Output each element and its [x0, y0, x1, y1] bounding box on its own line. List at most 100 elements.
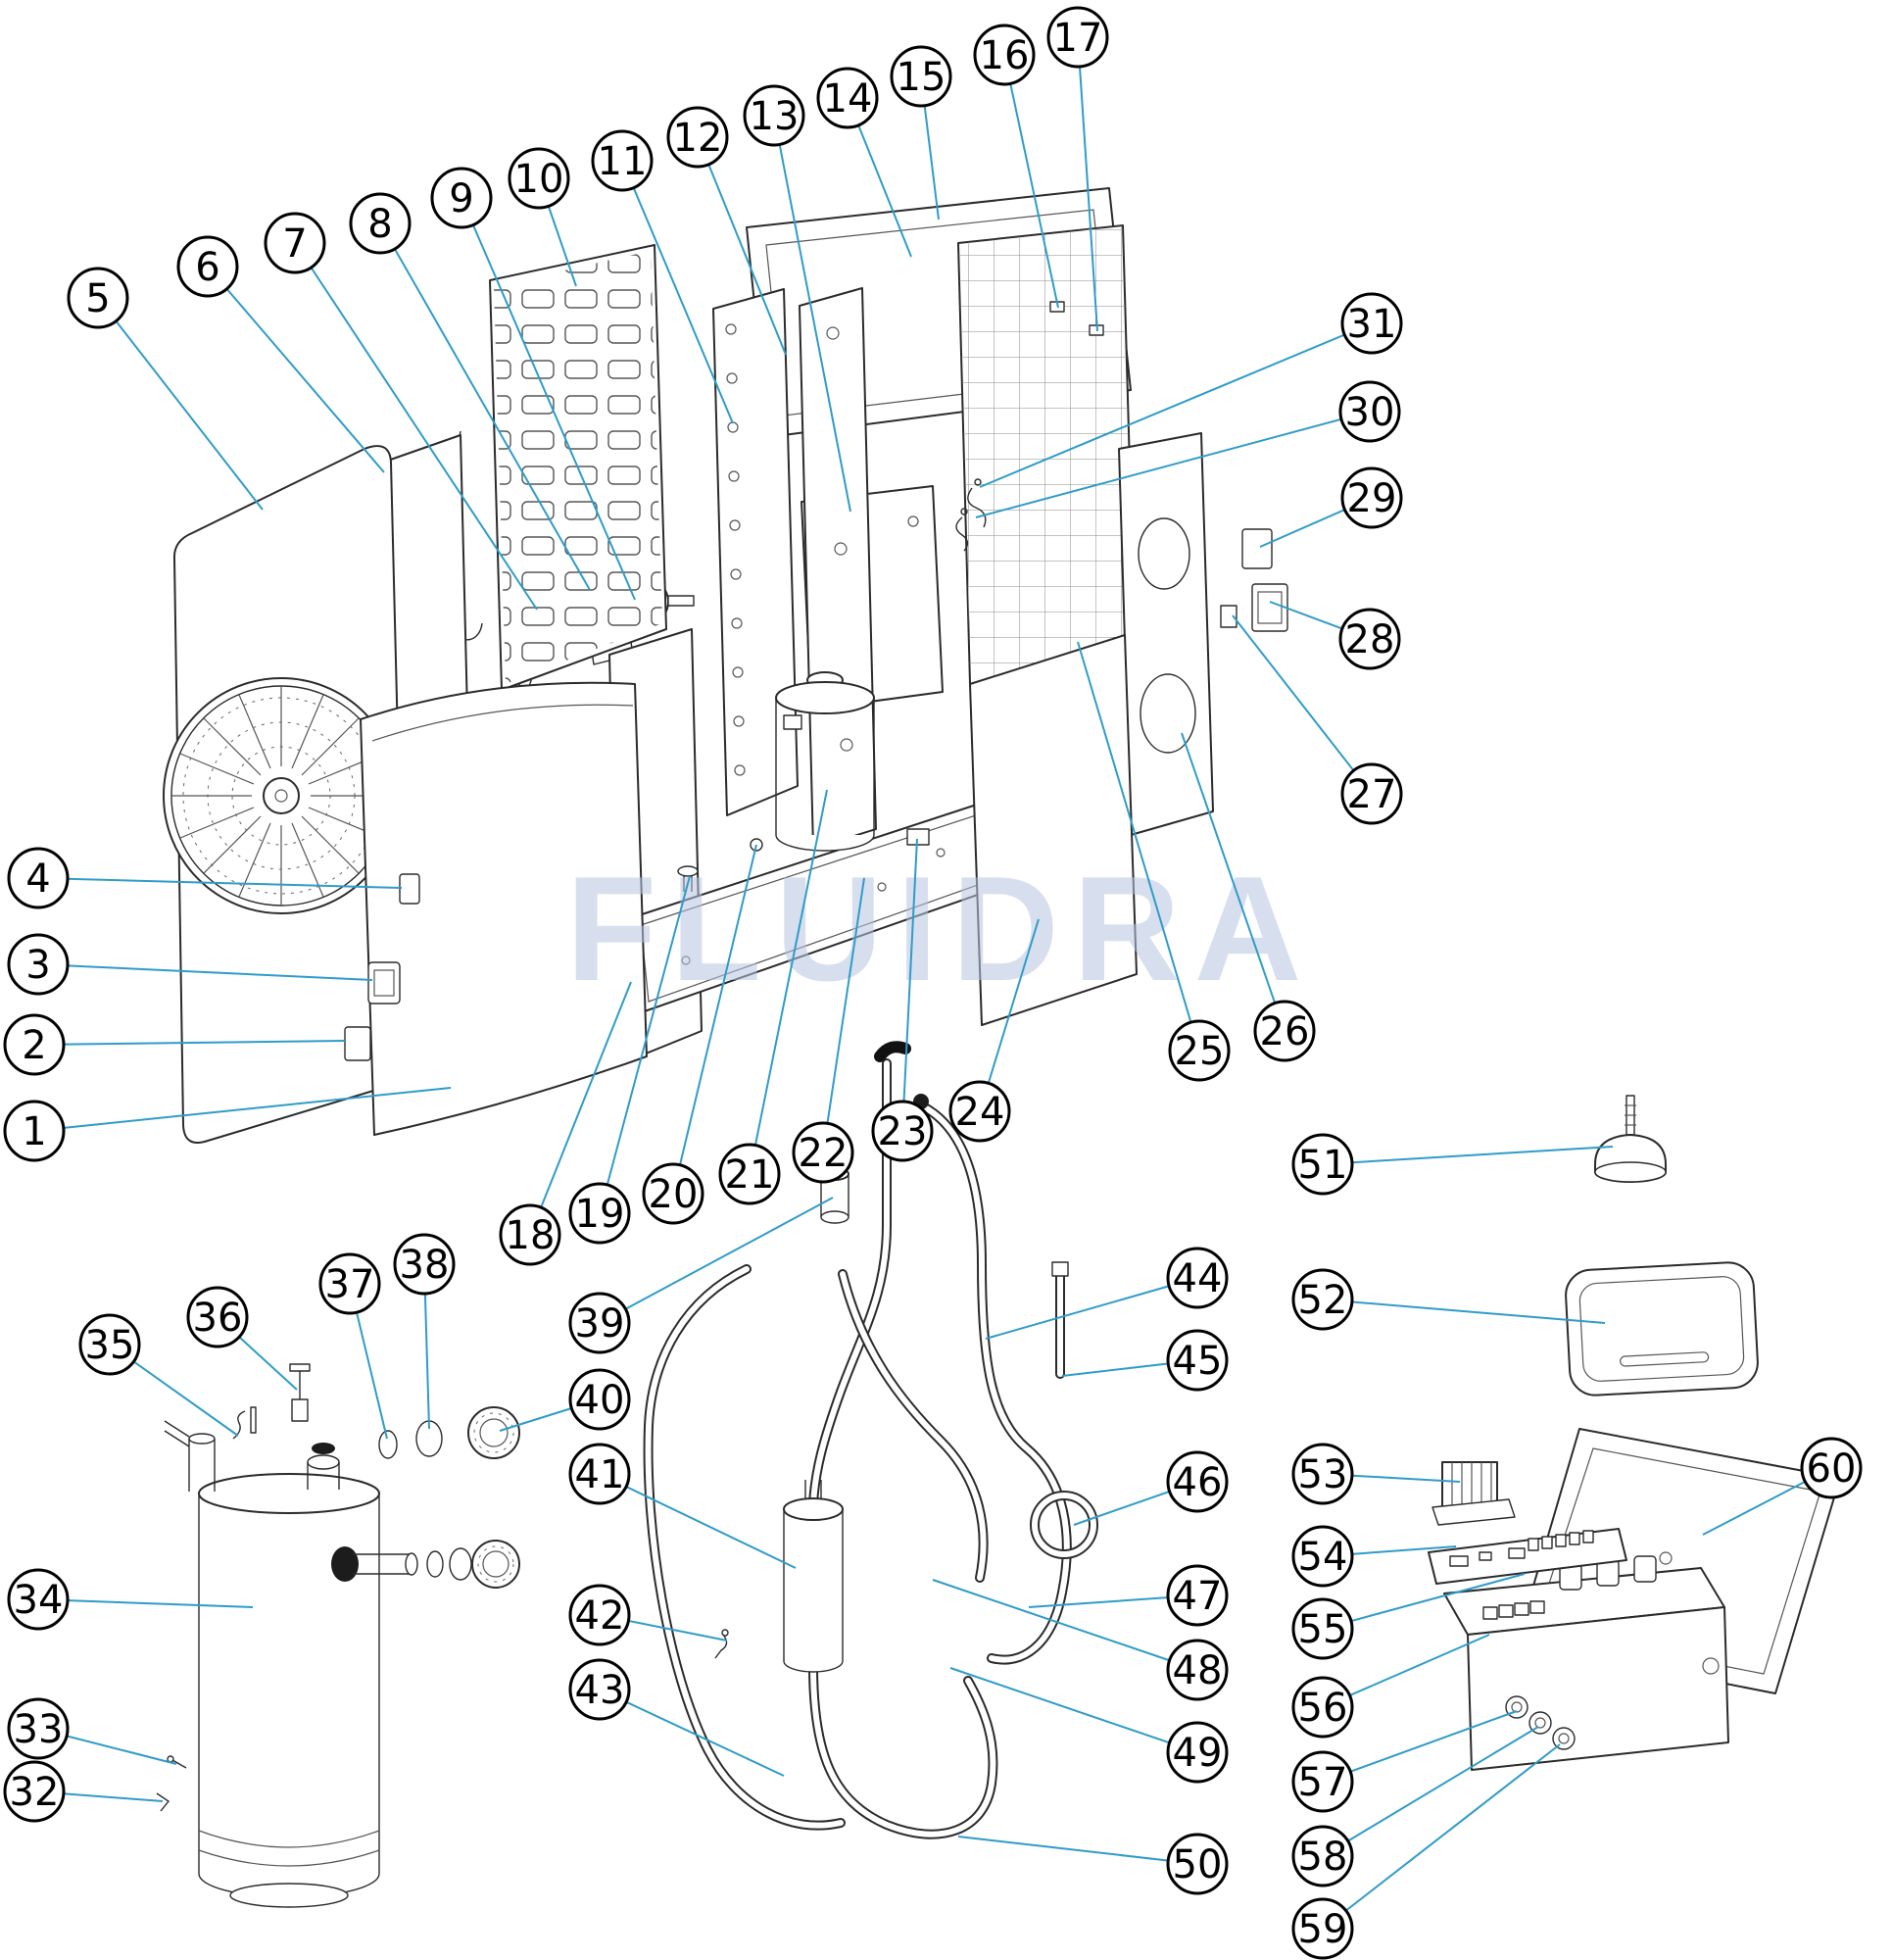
callout-number-57: 57 — [1298, 1760, 1348, 1805]
callout-number-9: 9 — [449, 176, 473, 221]
leader-line-31 — [979, 322, 1373, 488]
leader-line-5 — [97, 297, 264, 511]
callout-number-18: 18 — [506, 1213, 556, 1258]
callout-5: 5 — [67, 267, 264, 511]
callout-circle-33 — [7, 1697, 70, 1760]
callout-circle-9 — [430, 167, 493, 229]
callout-52: 52 — [1291, 1268, 1606, 1331]
leader-line-43 — [599, 1689, 785, 1777]
callout-number-56: 56 — [1298, 1686, 1348, 1731]
callout-circle-11 — [591, 129, 654, 192]
callout-33: 33 — [7, 1697, 177, 1765]
callout-number-46: 46 — [1173, 1460, 1223, 1505]
pcb-tray — [1428, 1528, 1627, 1585]
callout-number-55: 55 — [1298, 1607, 1348, 1652]
callout-circle-23 — [871, 1100, 934, 1162]
callout-circle-7 — [264, 212, 326, 274]
callout-circle-39 — [568, 1292, 631, 1354]
callout-number-19: 19 — [575, 1192, 625, 1237]
callout-2: 2 — [3, 1013, 346, 1076]
callout-number-17: 17 — [1053, 16, 1103, 61]
leader-line-20 — [672, 844, 757, 1195]
front-right-panel — [969, 634, 1138, 1026]
rear-brackets — [1220, 528, 1288, 632]
callout-circle-44 — [1166, 1247, 1229, 1309]
callout-number-23: 23 — [878, 1109, 928, 1154]
callout-number-48: 48 — [1173, 1648, 1223, 1693]
callout-circle-26 — [1253, 1000, 1316, 1062]
callout-39: 39 — [568, 1197, 834, 1354]
callout-circle-16 — [973, 24, 1036, 86]
callout-18: 18 — [499, 981, 632, 1266]
rear-grille-panel — [957, 224, 1136, 685]
callout-circle-47 — [1166, 1564, 1229, 1627]
front-panel — [344, 681, 648, 1136]
bleed-valve-handle — [289, 1363, 311, 1372]
callout-circle-2 — [3, 1013, 66, 1076]
leader-line-8 — [379, 222, 591, 591]
callout-14: 14 — [816, 67, 912, 258]
callout-number-54: 54 — [1298, 1535, 1348, 1580]
leader-line-9 — [461, 197, 636, 601]
callout-circle-1 — [3, 1100, 66, 1162]
callout-19: 19 — [568, 875, 691, 1245]
callout-46: 46 — [1073, 1450, 1229, 1526]
leader-line-55 — [1322, 1573, 1526, 1630]
callout-number-24: 24 — [955, 1090, 1005, 1135]
callout-34: 34 — [7, 1568, 254, 1631]
leader-line-57 — [1322, 1710, 1518, 1783]
watermark: FLUIDRA — [565, 846, 1315, 1012]
callout-number-3: 3 — [25, 943, 50, 988]
callout-circle-8 — [349, 192, 412, 255]
callout-circle-55 — [1291, 1597, 1354, 1660]
callout-number-22: 22 — [799, 1131, 849, 1176]
callout-number-59: 59 — [1298, 1907, 1348, 1952]
callout-circle-10 — [508, 147, 570, 210]
callout-circle-27 — [1340, 762, 1403, 825]
callout-number-4: 4 — [25, 857, 50, 902]
callout-circle-45 — [1166, 1329, 1229, 1392]
callout-56: 56 — [1291, 1634, 1490, 1739]
callout-42: 42 — [568, 1584, 728, 1646]
callout-number-16: 16 — [980, 33, 1030, 78]
callout-24: 24 — [948, 918, 1040, 1143]
leader-line-7 — [294, 242, 538, 611]
callout-circle-25 — [1168, 1019, 1231, 1082]
display-window — [367, 961, 401, 1004]
bracket-29 — [1241, 528, 1273, 569]
callout-57: 57 — [1291, 1710, 1518, 1813]
callout-16: 16 — [973, 24, 1059, 309]
callout-54: 54 — [1291, 1525, 1457, 1588]
callout-29: 29 — [1259, 466, 1403, 548]
display-cover — [1565, 1261, 1759, 1396]
piping-assembly — [643, 1041, 1098, 1839]
callout-circle-15 — [890, 45, 952, 108]
callout-circle-59 — [1291, 1897, 1354, 1960]
callout-21: 21 — [718, 789, 828, 1205]
callout-circle-30 — [1338, 380, 1401, 443]
callout-number-41: 41 — [575, 1452, 625, 1497]
callout-20: 20 — [642, 844, 757, 1225]
callout-number-11: 11 — [598, 139, 648, 184]
callout-circle-22 — [792, 1121, 854, 1184]
callout-38: 38 — [393, 1233, 456, 1430]
callout-circle-29 — [1340, 466, 1403, 529]
callout-number-53: 53 — [1298, 1452, 1348, 1497]
callout-circle-48 — [1166, 1639, 1229, 1701]
callout-circle-18 — [499, 1203, 561, 1266]
union-nut-40 — [467, 1406, 520, 1459]
callout-circle-36 — [186, 1286, 249, 1348]
callout-51: 51 — [1291, 1133, 1614, 1196]
callout-58: 58 — [1291, 1726, 1539, 1887]
callout-number-49: 49 — [1173, 1731, 1223, 1776]
callout-circle-40 — [568, 1368, 631, 1431]
leader-line-59 — [1322, 1743, 1561, 1930]
callout-45: 45 — [1061, 1329, 1229, 1392]
callout-25: 25 — [1077, 641, 1231, 1082]
callout-circle-28 — [1338, 608, 1401, 670]
leader-line-1 — [33, 1087, 452, 1132]
callout-number-7: 7 — [282, 221, 307, 267]
callout-circle-56 — [1291, 1676, 1354, 1739]
